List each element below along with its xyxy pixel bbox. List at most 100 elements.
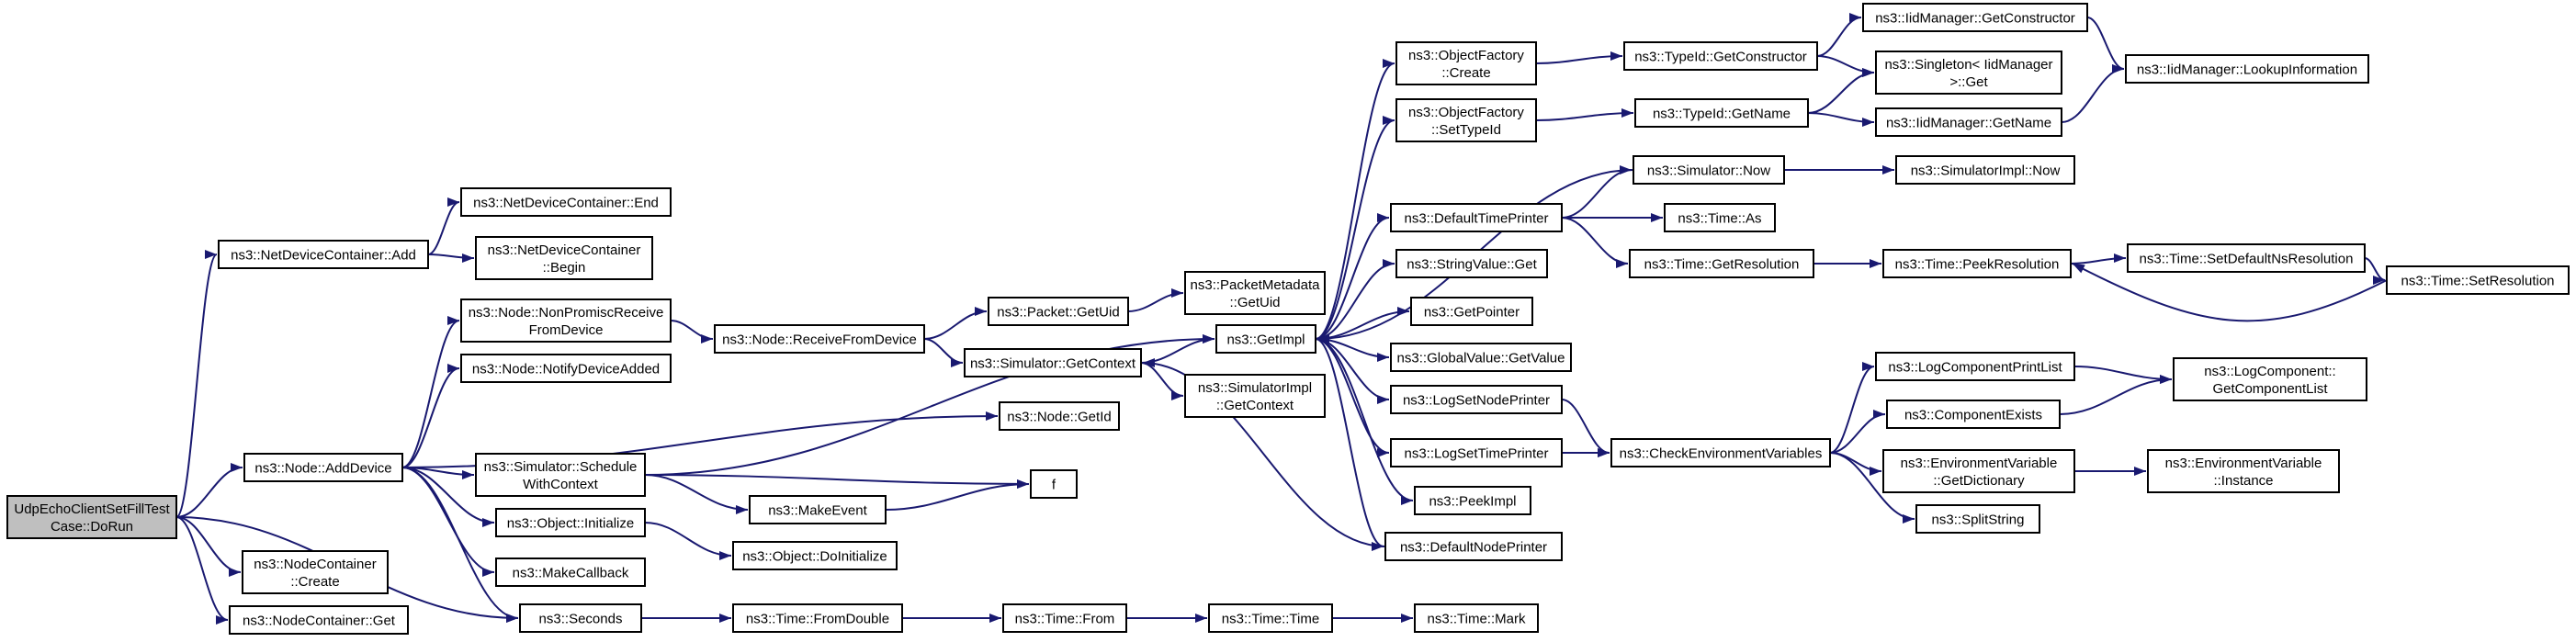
node-obj-initialize-box [495,508,646,537]
node-iid-lookupinformation[interactable]: ns3::IidManager::LookupInformation [2125,54,2369,84]
node-time-getresolution[interactable]: ns3::Time::GetResolution [1629,249,1814,278]
node-split-string[interactable]: ns3::SplitString [1915,504,2040,534]
node-seconds-box [519,603,642,633]
node-env-instance[interactable]: ns3::EnvironmentVariable::Instance [2147,449,2340,493]
node-iid-getname-label: ns3::IidManager::GetName [1886,116,2051,131]
node-getpointer[interactable]: ns3::GetPointer [1410,297,1533,326]
node-gv-getvalue-label: ns3::GlobalValue::GetValue [1397,351,1565,366]
node-gv-getvalue-box [1390,343,1572,372]
node-iid-lookupinformation-box [2125,54,2369,84]
node-sim-now[interactable]: ns3::Simulator::Now [1633,155,1785,185]
edge-time-setresolution--time-peekresolution [2072,263,2388,322]
node-seconds[interactable]: ns3::Seconds [519,603,642,633]
node-time-peekresolution-label: ns3::Time::PeekResolution [1895,257,2060,273]
node-simimpl-now[interactable]: ns3::SimulatorImpl::Now [1895,155,2075,185]
edge-dorun--nc-create [175,516,242,577]
node-log-set-time-printer-box [1390,438,1563,467]
node-make-event[interactable]: ns3::MakeEvent [749,495,887,524]
edge-check-env--log-component-print-list [1829,362,1875,454]
node-nc-get-box [229,605,409,635]
node-time-mark[interactable]: ns3::Time::Mark [1414,603,1539,633]
node-peekimpl-label: ns3::PeekImpl [1429,494,1516,510]
edge-of-settypeid--typeid-getname [1535,108,1634,121]
node-getimpl[interactable]: ns3::GetImpl [1215,324,1316,354]
node-node-adddevice[interactable]: ns3::Node::AddDevice [243,453,403,482]
edge-time-setdefaultns--time-setresolution [2364,257,2386,285]
node-ndc-end[interactable]: ns3::NetDeviceContainer::End [460,187,672,217]
node-component-exists[interactable]: ns3::ComponentExists [1886,400,2061,429]
node-gv-getvalue[interactable]: ns3::GlobalValue::GetValue [1390,343,1572,372]
node-ndc-add[interactable]: ns3::NetDeviceContainer::Add [218,240,429,269]
edge-iid-getconstructor--iid-lookupinformation [2086,17,2125,73]
node-node-adddevice-label: ns3::Node::AddDevice [254,461,391,477]
node-nc-get[interactable]: ns3::NodeContainer::Get [229,605,409,635]
edge-getimpl--default-node-printer [1315,338,1384,551]
node-time-peekresolution[interactable]: ns3::Time::PeekResolution [1882,249,2072,278]
node-of-settypeid[interactable]: ns3::ObjectFactory::SetTypeId [1395,98,1537,142]
node-peekimpl[interactable]: ns3::PeekImpl [1414,486,1531,515]
node-time-mark-box [1414,603,1539,633]
edge-dorun--ndc-add [175,250,218,518]
node-log-set-node-printer[interactable]: ns3::LogSetNodePrinter [1390,385,1563,414]
node-make-callback[interactable]: ns3::MakeCallback [495,558,646,587]
node-ndc-begin[interactable]: ns3::NetDeviceContainer::Begin [475,236,653,280]
node-packet-getuid-label: ns3::Packet::GetUid [997,305,1119,321]
node-notify-device-added[interactable]: ns3::Node::NotifyDeviceAdded [460,354,672,383]
node-notify-device-added-label: ns3::Node::NotifyDeviceAdded [472,362,660,377]
node-typeid-getconstructor[interactable]: ns3::TypeId::GetConstructor [1623,41,1818,71]
edge-getimpl--peekimpl [1315,338,1414,505]
node-obj-initialize[interactable]: ns3::Object::Initialize [495,508,646,537]
node-time-time[interactable]: ns3::Time::Time [1208,603,1333,633]
node-time-fromdouble[interactable]: ns3::Time::FromDouble [732,603,903,633]
edge-check-env--component-exists [1829,410,1886,454]
edge-node-adddevice--nonpromisc [401,316,460,468]
node-check-env[interactable]: ns3::CheckEnvironmentVariables [1610,438,1831,467]
node-component-exists-label: ns3::ComponentExists [1904,408,2042,423]
edge-make-event--f [885,479,1030,511]
node-f[interactable]: f [1030,469,1078,499]
node-simimpl-getcontext[interactable]: ns3::SimulatorImpl::GetContext [1184,374,1326,418]
node-time-setdefaultns[interactable]: ns3::Time::SetDefaultNsResolution [2127,243,2366,273]
node-sim-getcontext[interactable]: ns3::Simulator::GetContext [964,348,1142,377]
node-pm-getuid-label: ns3::PacketMetadata::GetUid [1191,277,1321,310]
node-nc-create[interactable]: ns3::NodeContainer::Create [242,550,389,594]
node-make-event-label: ns3::MakeEvent [768,503,867,519]
node-log-component-print-list[interactable]: ns3::LogComponentPrintList [1875,352,2075,381]
node-stringvalue-get[interactable]: ns3::StringValue::Get [1395,249,1548,278]
edge-packet-getuid--pm-getuid [1127,288,1184,312]
node-default-time-printer[interactable]: ns3::DefaultTimePrinter [1390,203,1563,232]
node-iid-getconstructor[interactable]: ns3::IidManager::GetConstructor [1862,3,2088,32]
node-of-create[interactable]: ns3::ObjectFactory::Create [1395,41,1537,85]
node-default-node-printer[interactable]: ns3::DefaultNodePrinter [1384,532,1563,561]
node-log-set-time-printer[interactable]: ns3::LogSetTimePrinter [1390,438,1563,467]
node-logcomponent-getcomponentlist[interactable]: ns3::LogComponent::GetComponentList [2173,357,2367,401]
node-receive-from-device-box [714,324,925,354]
node-typeid-getname[interactable]: ns3::TypeId::GetName [1634,98,1809,128]
node-env-getdictionary-box [1882,449,2075,493]
node-time-getresolution-label: ns3::Time::GetResolution [1644,257,1800,273]
node-of-create-label: ns3::ObjectFactory::Create [1408,48,1524,81]
node-of-settypeid-label: ns3::ObjectFactory::SetTypeId [1408,105,1524,138]
edge-component-exists--logcomponent-getcomponentlist [2059,375,2173,415]
node-time-setresolution[interactable]: ns3::Time::SetResolution [2386,265,2570,295]
node-time-as[interactable]: ns3::Time::As [1664,203,1776,232]
node-singleton-get[interactable]: ns3::Singleton< IidManager>::Get [1875,51,2062,95]
node-node-getid[interactable]: ns3::Node::GetId [999,401,1120,431]
node-env-getdictionary[interactable]: ns3::EnvironmentVariable::GetDictionary [1882,449,2075,493]
node-time-as-box [1664,203,1776,232]
edge-dorun--nc-get [175,516,229,625]
node-iid-getname[interactable]: ns3::IidManager::GetName [1875,107,2062,137]
node-obj-doinitialize[interactable]: ns3::Object::DoInitialize [732,541,898,570]
node-time-from[interactable]: ns3::Time::From [1002,603,1127,633]
node-receive-from-device-label: ns3::Node::ReceiveFromDevice [722,332,917,348]
edge-node-adddevice--notify-device-added [401,364,460,468]
node-receive-from-device[interactable]: ns3::Node::ReceiveFromDevice [714,324,925,354]
node-ndc-begin-label: ns3::NetDeviceContainer::Begin [488,242,641,276]
node-packet-getuid[interactable]: ns3::Packet::GetUid [988,297,1129,326]
node-pm-getuid[interactable]: ns3::PacketMetadata::GetUid [1184,271,1326,315]
